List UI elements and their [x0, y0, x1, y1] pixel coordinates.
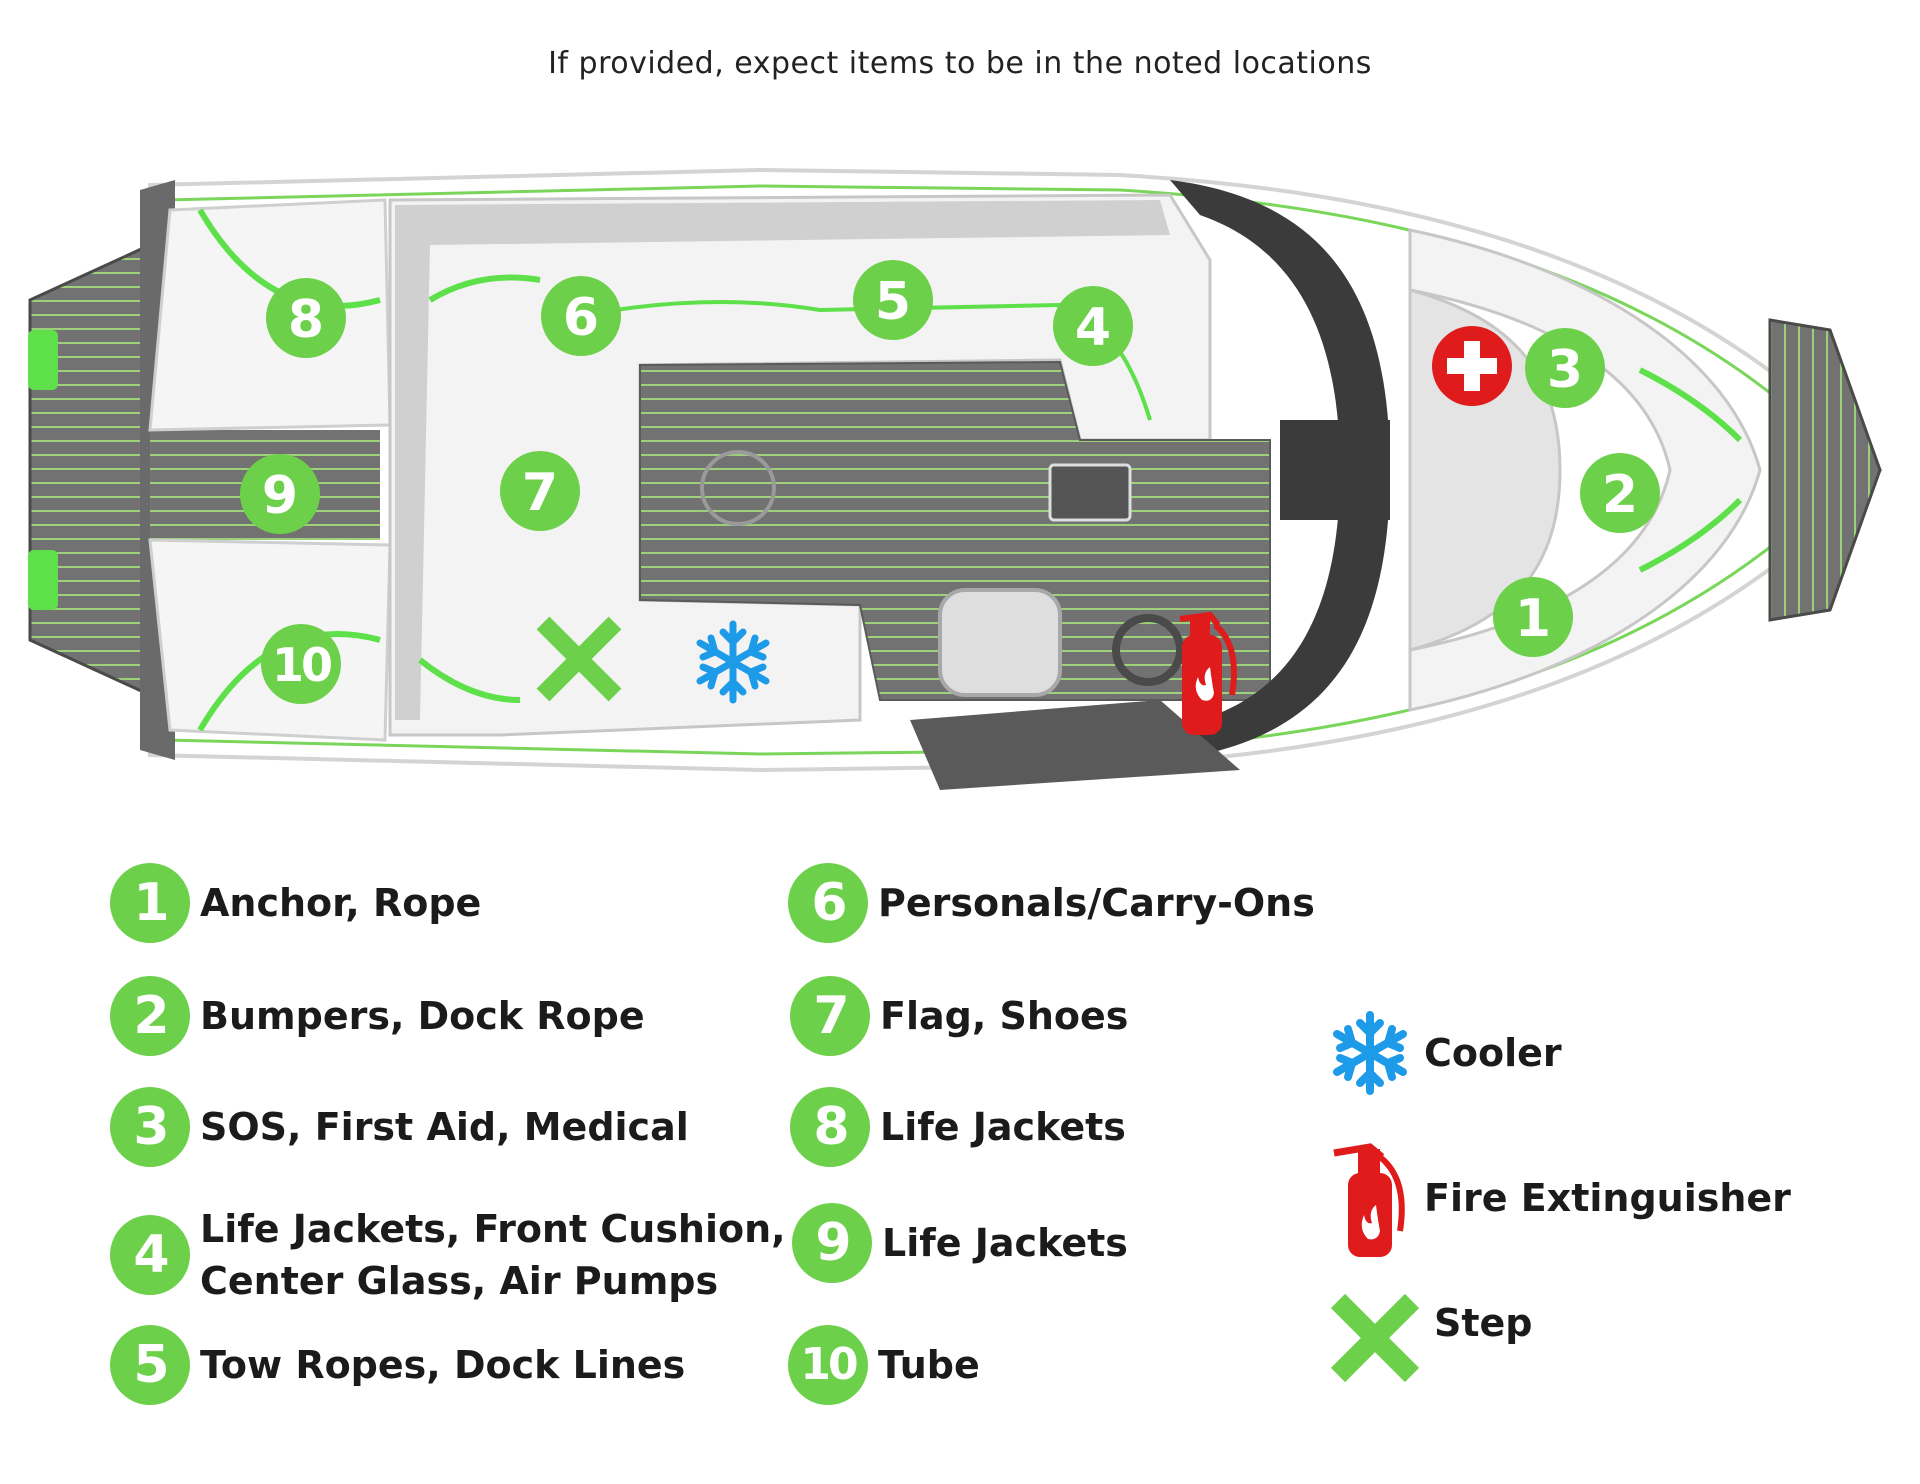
legend-badge-10: 10	[788, 1325, 868, 1405]
boat-marker-3: 3	[1525, 328, 1605, 408]
key-item-extinguisher: Fire Extinguisher	[1330, 1135, 1791, 1261]
fire-extinguisher-icon	[1333, 1143, 1405, 1257]
legend-label-3: SOS, First Aid, Medical	[200, 1105, 689, 1149]
page-caption: If provided, expect items to be in the n…	[548, 46, 1372, 81]
fire-extinguisher-icon	[1179, 611, 1237, 735]
x-icon	[1330, 1293, 1420, 1383]
boat-marker-5: 5	[853, 260, 933, 340]
boat-marker-7: 7	[500, 451, 580, 531]
legend-label-7: Flag, Shoes	[880, 994, 1129, 1038]
legend-item-6: 6 Personals/Carry-Ons	[788, 863, 1315, 943]
legend-item-3: 3 SOS, First Aid, Medical	[110, 1087, 689, 1167]
walk-through	[1280, 420, 1390, 520]
legend-badge-6: 6	[788, 863, 868, 943]
legend-badge-5: 5	[110, 1325, 190, 1405]
svg-text:2: 2	[1602, 465, 1638, 525]
legend-badge-4: 4	[110, 1215, 190, 1295]
deck-hatch	[700, 450, 776, 526]
svg-text:10: 10	[272, 638, 331, 692]
dash	[910, 700, 1240, 790]
legend-badge-1: 1	[110, 863, 190, 943]
legend-item-7: 7 Flag, Shoes	[790, 976, 1128, 1056]
legend-label-4: Life Jackets, Front Cushion, Center Glas…	[200, 1207, 786, 1303]
svg-text:6: 6	[563, 288, 599, 348]
key-label-step: Step	[1434, 1301, 1533, 1345]
legend-badge-7: 7	[790, 976, 870, 1056]
cooler-snowflake-icon	[696, 620, 770, 704]
snowflake-icon	[1333, 1011, 1407, 1095]
bow-seating	[1408, 228, 1762, 712]
legend-label-5: Tow Ropes, Dock Lines	[200, 1343, 686, 1387]
swim-platform	[28, 242, 152, 698]
boat-diagram: 1 2 3 4 5 6 7 8 9 10	[28, 167, 1883, 790]
legend-badge-8: 8	[790, 1087, 870, 1167]
legend-item-10: 10 Tube	[788, 1325, 980, 1405]
helm-seat	[938, 588, 1062, 697]
svg-text:5: 5	[875, 272, 911, 332]
platform-step-top	[28, 330, 58, 390]
legend-label-9: Life Jackets	[882, 1221, 1128, 1265]
key-item-cooler: Cooler	[1330, 1010, 1562, 1096]
boat-marker-8: 8	[266, 278, 346, 358]
legend-label-1: Anchor, Rope	[200, 881, 482, 925]
key-label-extinguisher: Fire Extinguisher	[1424, 1176, 1791, 1220]
legend-label-10: Tube	[878, 1343, 980, 1387]
boat-marker-10: 10	[261, 624, 341, 704]
legend-item-4: 4 Life Jackets, Front Cushion, Center Gl…	[110, 1203, 786, 1307]
svg-text:9: 9	[262, 466, 298, 526]
legend-item-2: 2 Bumpers, Dock Rope	[110, 976, 645, 1056]
boat-marker-4: 4	[1053, 286, 1133, 366]
deck-storage	[1048, 463, 1132, 522]
steering-wheel	[1112, 614, 1184, 686]
svg-text:3: 3	[1547, 340, 1583, 400]
legend-badge-2: 2	[110, 976, 190, 1056]
legend-item-8: 8 Life Jackets	[790, 1087, 1126, 1167]
boat-marker-2: 2	[1580, 453, 1660, 533]
boat-marker-9: 9	[240, 454, 320, 534]
svg-text:4: 4	[1075, 298, 1111, 358]
svg-text:7: 7	[522, 463, 558, 523]
legend-item-1: 1 Anchor, Rope	[110, 863, 481, 943]
key-label-cooler: Cooler	[1424, 1031, 1562, 1075]
first-aid-icon	[1432, 326, 1512, 406]
legend-label-6: Personals/Carry-Ons	[878, 881, 1315, 925]
legend-badge-9: 9	[792, 1203, 872, 1283]
legend-label-2: Bumpers, Dock Rope	[200, 994, 645, 1038]
windshield	[1170, 180, 1390, 760]
step-x-icon	[536, 616, 622, 702]
legend-badge-3: 3	[110, 1087, 190, 1167]
svg-text:1: 1	[1515, 589, 1551, 649]
legend-item-5: 5 Tow Ropes, Dock Lines	[110, 1325, 685, 1405]
key-item-step: Step	[1330, 1293, 1533, 1383]
legend-label-8: Life Jackets	[880, 1105, 1126, 1149]
svg-text:8: 8	[288, 290, 324, 350]
boat-marker-1: 1	[1493, 577, 1573, 657]
bow-deck	[1768, 318, 1882, 622]
platform-step-bottom	[28, 550, 58, 610]
boat-marker-6: 6	[541, 276, 621, 356]
legend-item-9: 9 Life Jackets	[792, 1203, 1128, 1283]
